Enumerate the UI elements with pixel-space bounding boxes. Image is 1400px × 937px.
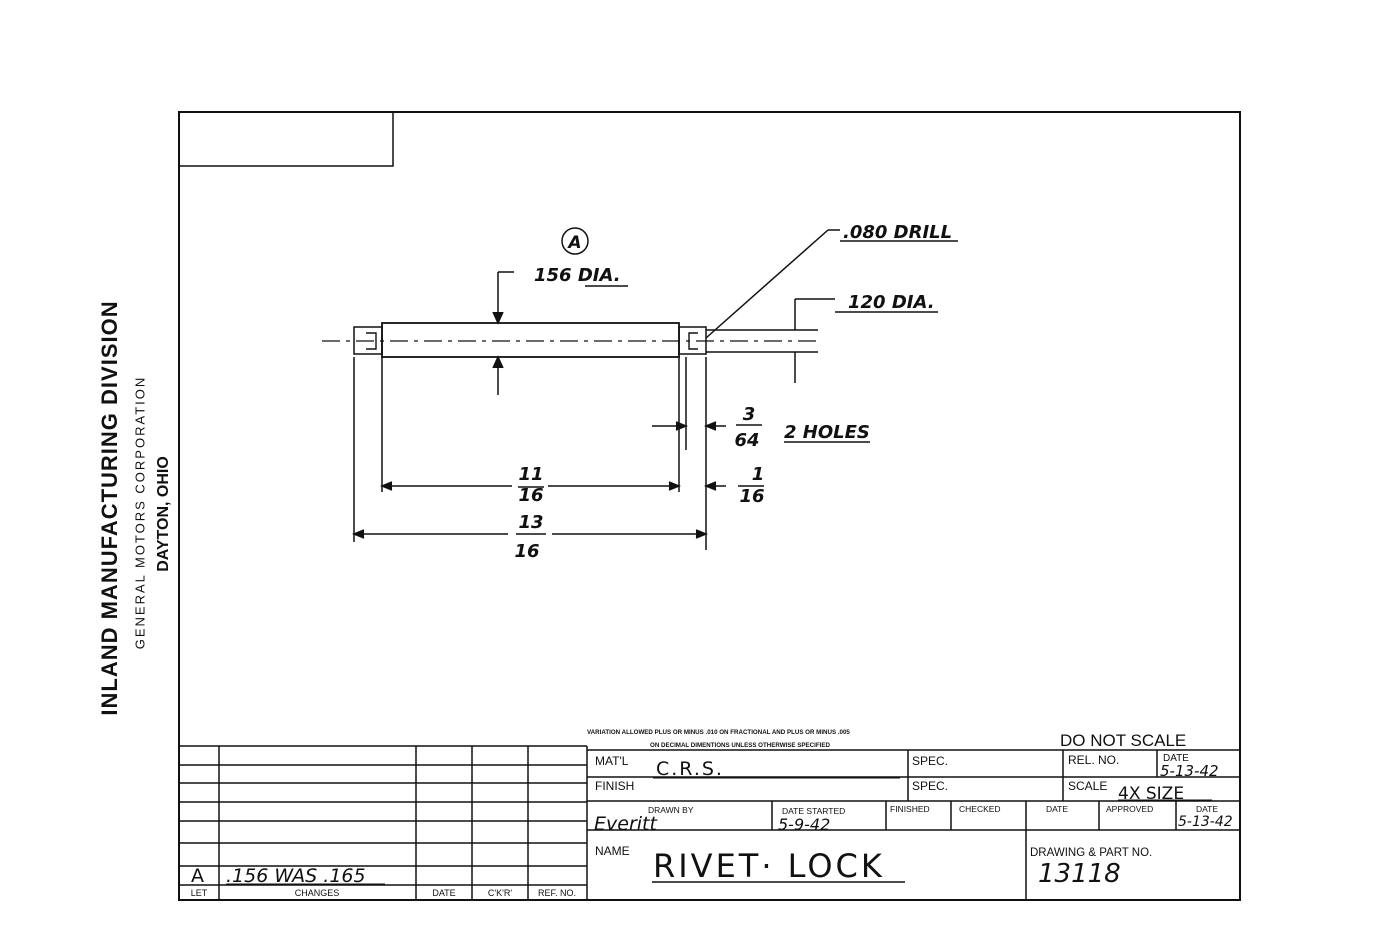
date-started-label: DATE STARTED (782, 806, 845, 816)
do-not-scale: DO NOT SCALE (1060, 731, 1186, 750)
date-value-3: 5-13-42 (1178, 814, 1233, 830)
date-label-3: DATE (1196, 804, 1218, 814)
scale-label: SCALE (1068, 779, 1107, 793)
title-block (587, 749, 1240, 900)
part-drawing (322, 227, 958, 550)
balloon-label: A (566, 233, 581, 253)
holes-note: 2 HOLES (784, 422, 870, 443)
matl-label: MAT'L (595, 754, 629, 768)
header-ref-no: REF. NO. (538, 888, 576, 898)
change-letter: A (191, 865, 204, 887)
spec-label-2: SPEC. (912, 779, 948, 793)
date-started-value: 5-9-42 (778, 815, 830, 834)
checked-label: CHECKED (959, 804, 1001, 814)
frac-1: 1 (752, 464, 765, 485)
drawing-no-label: DRAWING & PART NO. (1030, 847, 1152, 859)
drawn-by-label: DRAWN BY (648, 805, 694, 815)
drawn-by-value: Everitt (594, 813, 658, 835)
date-label-1: DATE (1163, 753, 1189, 764)
drill-note: .080 DRILL (843, 222, 952, 243)
part-name: RIVET· LOCK (653, 847, 885, 885)
header-let: LET (191, 888, 208, 898)
frac-13: 13 (518, 512, 543, 533)
drawing-number: 13118 (1038, 859, 1121, 889)
frac-16-a: 16 (518, 485, 543, 506)
frac-11: 11 (518, 464, 543, 485)
corner-box (178, 111, 394, 167)
finished-label: FINISHED (890, 804, 930, 814)
frac-16-c: 16 (514, 541, 539, 562)
variation-note-2: ON DECIMAL DIMENTIONS UNLESS OTHERWISE S… (650, 742, 830, 749)
variation-note-1: VARIATION ALLOWED PLUS OR MINUS .010 ON … (587, 729, 850, 736)
spec-label-1: SPEC. (912, 754, 948, 768)
change-description: .156 WAS .165 (226, 865, 366, 887)
dim-120-dia: 120 DIA. (848, 292, 935, 313)
date-label-2: DATE (1046, 804, 1068, 814)
approved-label: APPROVED (1106, 804, 1153, 814)
frac-16-b: 16 (739, 486, 764, 507)
header-ckr: C'K'R' (488, 888, 512, 898)
dim-156-dia: 156 DIA. (534, 265, 621, 286)
frac-3: 3 (743, 404, 756, 425)
date-value-1: 5-13-42 (1160, 762, 1219, 780)
changes-table (179, 745, 588, 900)
header-changes: CHANGES (295, 888, 340, 898)
header-date: DATE (432, 888, 455, 898)
finish-label: FINISH (595, 779, 634, 793)
scale-value: 4X SIZE (1118, 784, 1184, 804)
matl-value: C.R.S. (656, 758, 724, 780)
frac-64: 64 (734, 430, 759, 451)
drawing-border (178, 111, 1241, 901)
rel-no-label: REL. NO. (1068, 753, 1119, 767)
name-label: NAME (595, 844, 630, 858)
